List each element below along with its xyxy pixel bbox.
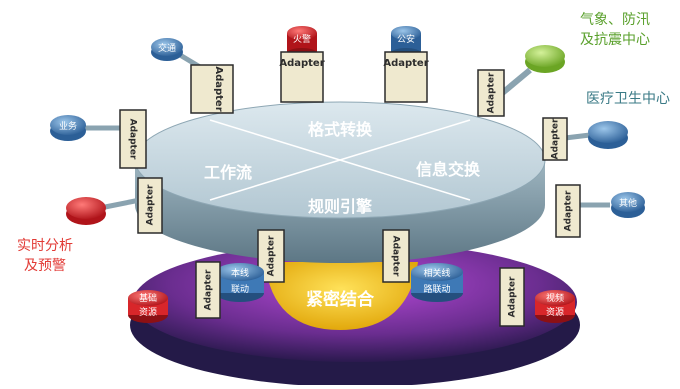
node-label: 基础 [139,292,157,304]
adapter-qita: Adapter [555,184,581,238]
sector-rule-engine: 规则引擎 [308,197,373,216]
node-label: 路联动 [423,283,450,295]
node-jichu: 基础 资源 [128,290,168,323]
label-yiliao: 医疗卫生中心 [586,91,670,107]
sector-workflow: 工作流 [204,163,252,182]
node-label: 其他 [619,197,637,209]
adapter-lower-right: Adapter [382,229,410,283]
node-shishi [66,197,141,225]
node-label: 火警 [293,33,311,45]
node-label: 资源 [546,307,564,318]
node-benxian: 本线 联动 [216,263,264,302]
sector-info-exchange: 信息交换 [416,160,481,179]
core-tight-integration: 紧密结合 [265,262,418,330]
node-yewu: 业务 [50,115,122,141]
sector-format-conversion: 格式转换 [308,120,373,139]
adapter-label: Adapter [508,276,518,317]
adapter-benxian: Adapter [195,261,221,319]
node-xiangguan: 相关线 路联动 [411,263,463,302]
node-label: 联动 [231,284,249,295]
adapter-label: Adapter [204,269,214,310]
sector-divider [209,119,471,201]
adapter-qixiang: Adapter [477,69,505,117]
node-label: 视频 [546,292,564,304]
adapter-huojing: Adapter [279,51,325,103]
node-huojing: 火警 [287,26,317,58]
adapter-yiliao: Adapter [542,117,568,161]
label-qixiang-line1: 气象、防汛 [580,12,650,28]
adapter-label: Adapter [551,118,561,159]
node-label: 本线 [231,267,249,279]
label-shishi-line1: 实时分析 [17,238,73,254]
adapter-label: Adapter [564,190,574,231]
label-shishi-line2: 及预警 [24,258,66,274]
label-qixiang-line2: 及抗震中心 [580,32,650,48]
adapter-label: Adapter [279,58,324,69]
adapter-label: Adapter [128,119,138,160]
node-label: 资源 [139,307,157,318]
node-label: 业务 [59,120,77,132]
node-shipin: 视频 资源 [535,290,575,323]
adapter-label: Adapter [487,72,497,113]
node-label: 交通 [158,42,176,54]
node-qita: 其他 [578,192,645,218]
adapter-shishi: Adapter [137,177,163,234]
node-qixiang [498,45,565,98]
node-yiliao [564,121,628,149]
core-label: 紧密结合 [306,289,375,310]
adapter-label: Adapter [267,235,277,276]
node-label: 相关线 [423,267,450,279]
adapter-label: Adapter [146,184,156,225]
adapter-shipin: Adapter [499,267,525,327]
adapter-gongan: Adapter [383,51,429,103]
adapter-jiaotong: Adapter [190,64,234,114]
adapter-label: Adapter [391,236,401,277]
main-disk: 格式转换 工作流 信息交换 规则引擎 [134,101,546,263]
adapter-label: Adapter [383,58,428,69]
adapter-label: Adapter [213,66,224,111]
adapter-yewu: Adapter [119,109,147,169]
node-label: 公安 [397,33,415,45]
